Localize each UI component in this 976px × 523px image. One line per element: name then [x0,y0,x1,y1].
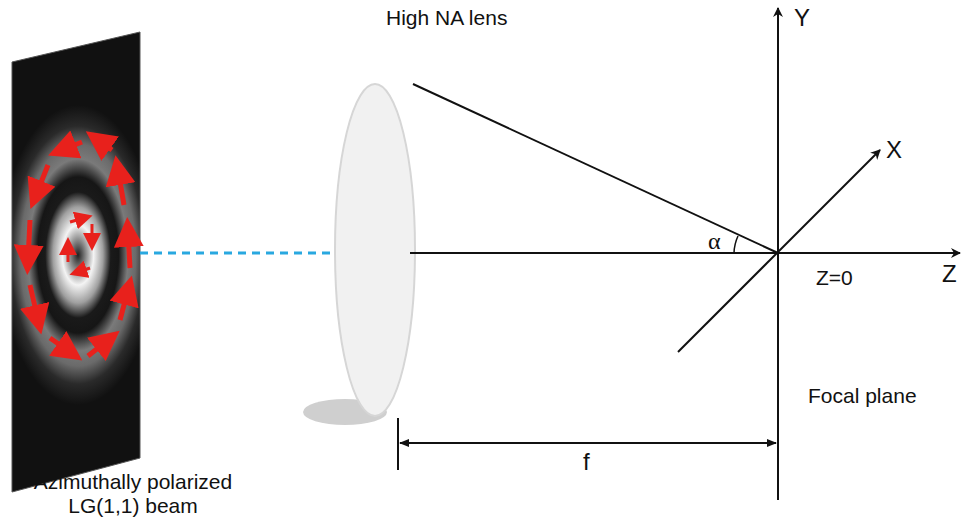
lens-label: High NA lens [386,6,507,30]
angle-label: α [708,228,721,256]
beam-profile [0,0,156,500]
axis-label: Z [942,260,957,288]
plane-label: Focal plane [808,384,917,408]
lens [335,84,415,416]
polarization-arrows [28,140,130,356]
dimension-label: f [583,448,590,476]
beam-label: Azimuthally polarized LG(1,1) beam [8,470,258,518]
axis-label: X [886,136,902,164]
axis-label: Y [794,4,810,32]
plane-label: Z=0 [816,266,853,290]
